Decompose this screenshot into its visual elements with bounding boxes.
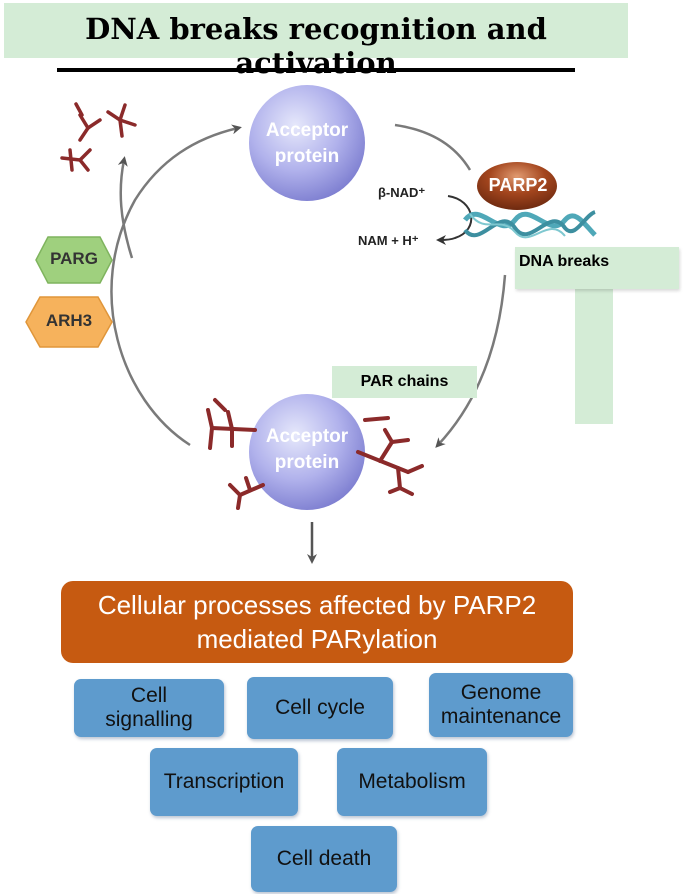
parg-label: PARG (50, 249, 98, 268)
nad-label: β-NAD⁺ (378, 185, 426, 200)
dna-breaks-label: DNA breaks (515, 247, 679, 289)
processes-title: Cellular processes affected by PARP2 med… (61, 588, 573, 656)
genome-maintenance-line1: Genome (460, 681, 542, 704)
acceptor-bottom-line2: protein (274, 452, 340, 473)
cycle-arrow-left (110, 124, 242, 447)
acceptor-protein-top-label: Acceptor protein (252, 118, 362, 170)
dna-breaks-text: DNA breaks (519, 253, 610, 270)
process-cell-cycle: Cell cycle (247, 677, 393, 739)
page-title: DNA breaks recognition and activation (85, 12, 547, 80)
parp2-enzyme-icon (477, 162, 557, 210)
parp2-label: PARP2 (488, 175, 548, 195)
degradation-arrow (117, 156, 134, 259)
genome-maintenance-line2: maintenance (440, 705, 562, 728)
par-chains-label: PAR chains (332, 366, 477, 398)
acceptor-protein-top-icon (249, 85, 365, 201)
arh3-enzyme-icon (25, 296, 113, 348)
free-par-fragments-icon (60, 102, 137, 172)
nam-label: NAM + H⁺ (358, 233, 419, 248)
processes-title-line2: mediated PARylation (196, 624, 438, 654)
processes-title-line1: Cellular processes affected by PARP2 (97, 590, 537, 620)
acceptor-top-line2: protein (274, 146, 340, 167)
processes-banner (61, 581, 573, 663)
cycle-arrow-top-right (394, 123, 472, 171)
process-metabolism: Metabolism (337, 748, 487, 816)
process-cell-death: Cell death (251, 826, 397, 892)
acceptor-protein-bottom-icon (249, 394, 365, 510)
arh3-label: ARH3 (45, 311, 93, 330)
cycle-arrow-right (435, 274, 507, 448)
process-cell-signalling: Cell signalling (74, 679, 224, 737)
process-genome-maintenance: Genome maintenance (429, 673, 573, 737)
cell-signalling-line2: signalling (105, 708, 193, 731)
title-banner (4, 3, 628, 58)
dna-helix-icon (463, 210, 597, 239)
parg-enzyme-icon (35, 236, 113, 284)
nad-conversion-arrow (436, 195, 473, 245)
process-transcription: Transcription (150, 748, 298, 816)
acceptor-bottom-line1: Acceptor (265, 426, 349, 447)
dna-breaks-connector (575, 288, 613, 424)
acceptor-protein-bottom-label: Acceptor protein (252, 424, 362, 476)
title-underline (57, 68, 575, 72)
par-chains-icon (206, 398, 424, 510)
acceptor-top-line1: Acceptor (265, 120, 349, 141)
cell-signalling-line1: Cell (130, 684, 168, 707)
